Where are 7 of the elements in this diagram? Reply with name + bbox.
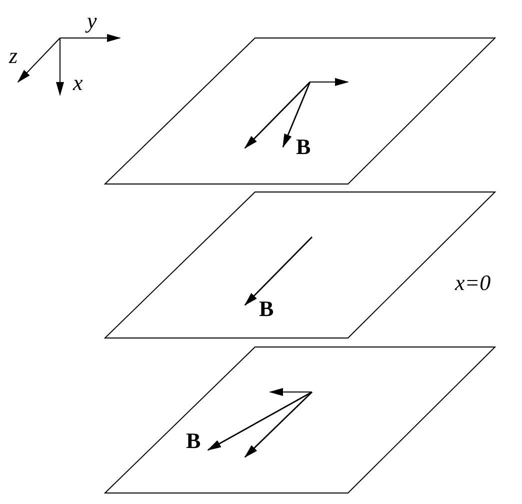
vector-label: B (186, 430, 201, 452)
axis-label: z (9, 45, 18, 67)
plane-label: x=0 (455, 272, 491, 294)
axis-label: x (73, 72, 83, 94)
vector-label: B (296, 136, 311, 158)
axis-label: y (87, 10, 97, 32)
vector-label: B (259, 298, 274, 320)
